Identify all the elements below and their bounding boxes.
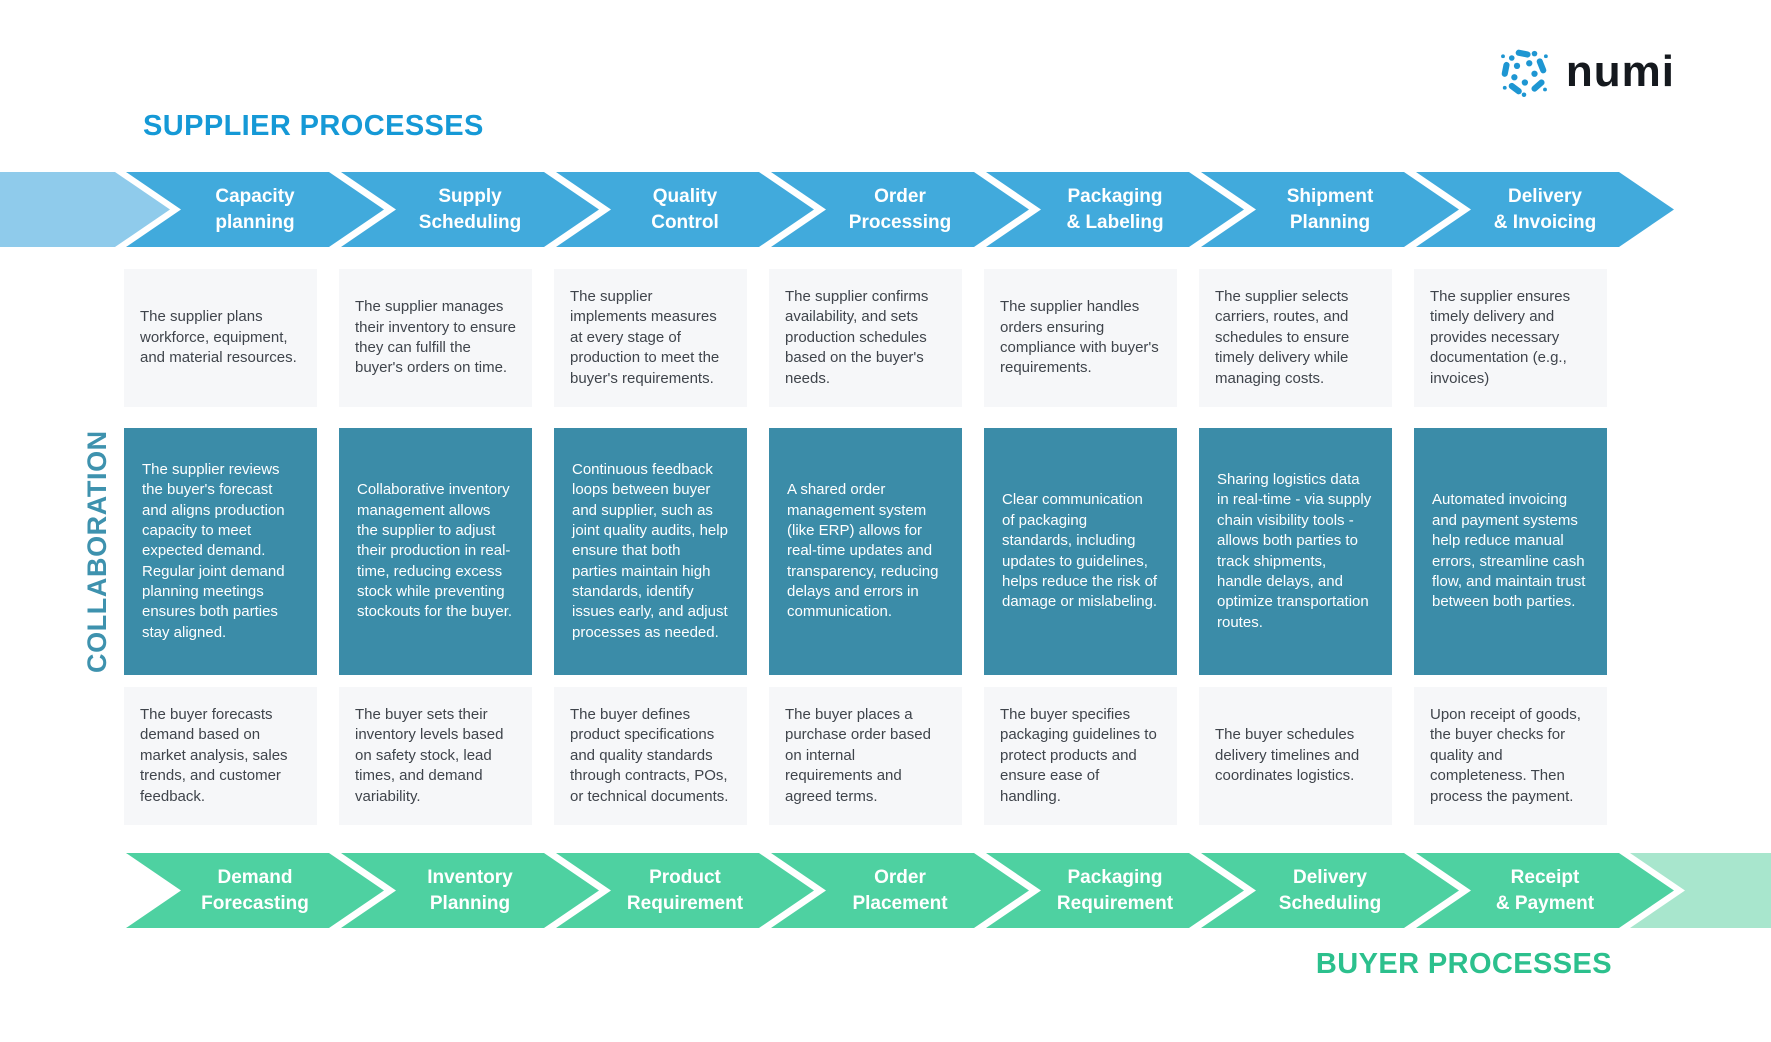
step-label: Delivery & Invoicing — [1493, 186, 1597, 233]
step-label: Demand Forecasting — [201, 867, 309, 914]
supplier-activity-card: The supplier confirms availability, and … — [769, 269, 962, 407]
step-label: Shipment Planning — [1286, 186, 1374, 233]
card-text: Automated invoicing and payment systems … — [1432, 491, 1586, 611]
numi-logo-text: numi — [1565, 47, 1675, 96]
card-text: The supplier handles orders ensuring com… — [1000, 298, 1159, 377]
card-text: The supplier manages their inventory to … — [355, 298, 516, 377]
numi-logo: numi — [1496, 44, 1675, 100]
supplier-activity-card: The supplier implements measures at ever… — [554, 269, 747, 407]
card-text: The buyer places a purchase order based … — [785, 706, 931, 805]
buyer-activity-card: The buyer places a purchase order based … — [769, 687, 962, 825]
numi-logo-icon — [1496, 44, 1552, 100]
collaboration-card: Sharing logistics data in real-time - vi… — [1199, 428, 1392, 675]
collaboration-card: Collaborative inventory management allow… — [339, 428, 532, 675]
card-text: The supplier implements measures at ever… — [570, 288, 720, 387]
card-text: The supplier ensures timely delivery and… — [1430, 288, 1571, 387]
supplier-process-band: Capacity planning Supply Scheduling Qual… — [0, 172, 1771, 247]
step-label: Order Placement — [852, 867, 948, 914]
step-label: Packaging & Labeling — [1066, 186, 1164, 233]
card-text: The buyer defines product specifications… — [570, 706, 729, 805]
supplier-step-order-processing: Order Processing — [771, 172, 1029, 247]
card-text: A shared order management system (like E… — [787, 481, 939, 621]
supplier-activity-card: The supplier manages their inventory to … — [339, 269, 532, 407]
card-text: The supplier reviews the buyer's forecas… — [142, 460, 285, 641]
buyer-activity-card: The buyer forecasts demand based on mark… — [124, 687, 317, 825]
collaboration-card: A shared order management system (like E… — [769, 428, 962, 675]
supplier-activity-card: The supplier plans workforce, equipment,… — [124, 269, 317, 407]
step-label: Capacity planning — [215, 186, 295, 233]
buyer-activity-card: The buyer defines product specifications… — [554, 687, 747, 825]
buyer-activity-card: The buyer sets their inventory levels ba… — [339, 687, 532, 825]
step-label: Packaging Requirement — [1056, 867, 1174, 914]
step-label: Order Processing — [848, 186, 952, 233]
step-label: Product Requirement — [626, 867, 744, 914]
card-text: The supplier selects carriers, routes, a… — [1215, 288, 1350, 387]
collaboration-card: Automated invoicing and payment systems … — [1414, 428, 1607, 675]
step-label: Inventory Planning — [427, 867, 513, 914]
step-label: Delivery Scheduling — [1278, 867, 1382, 914]
supplier-activity-card: The supplier ensures timely delivery and… — [1414, 269, 1607, 407]
step-label: Quality Control — [651, 186, 719, 233]
card-text: Sharing logistics data in real-time - vi… — [1217, 470, 1372, 631]
card-text: The supplier confirms availability, and … — [785, 288, 929, 387]
card-text: Upon receipt of goods, the buyer checks … — [1430, 706, 1581, 805]
collaboration-card: The supplier reviews the buyer's forecas… — [124, 428, 317, 675]
supplier-processes-title: SUPPLIER PROCESSES — [143, 110, 484, 142]
supplier-activity-card: The supplier selects carriers, routes, a… — [1199, 269, 1392, 407]
buyer-activity-card: The buyer specifies packaging guidelines… — [984, 687, 1177, 825]
buyer-activity-card: Upon receipt of goods, the buyer checks … — [1414, 687, 1607, 825]
collaboration-card: Continuous feedback loops between buyer … — [554, 428, 747, 675]
buyer-process-band: Demand Forecasting Inventory Planning Pr… — [0, 853, 1771, 928]
card-text: The supplier plans workforce, equipment,… — [140, 308, 297, 367]
card-text: Continuous feedback loops between buyer … — [572, 460, 728, 641]
buyer-step-demand-forecasting: Demand Forecasting — [126, 853, 384, 928]
card-text: Clear communication of packaging standar… — [1002, 491, 1158, 611]
collaboration-label: COLLABORATION — [82, 430, 112, 673]
buyer-processes-title: BUYER PROCESSES — [1315, 948, 1612, 980]
card-text: Collaborative inventory management allow… — [357, 481, 513, 621]
card-text: The buyer sets their inventory levels ba… — [355, 706, 504, 805]
card-text: The buyer forecasts demand based on mark… — [140, 706, 288, 805]
collaboration-card: Clear communication of packaging standar… — [984, 428, 1177, 675]
step-label: Receipt & Payment — [1495, 867, 1595, 914]
card-text: The buyer specifies packaging guidelines… — [1000, 706, 1157, 805]
supplier-activity-card: The supplier handles orders ensuring com… — [984, 269, 1177, 407]
step-label: Supply Scheduling — [418, 186, 522, 233]
card-text: The buyer schedules delivery timelines a… — [1215, 726, 1360, 785]
buyer-activity-card: The buyer schedules delivery timelines a… — [1199, 687, 1392, 825]
